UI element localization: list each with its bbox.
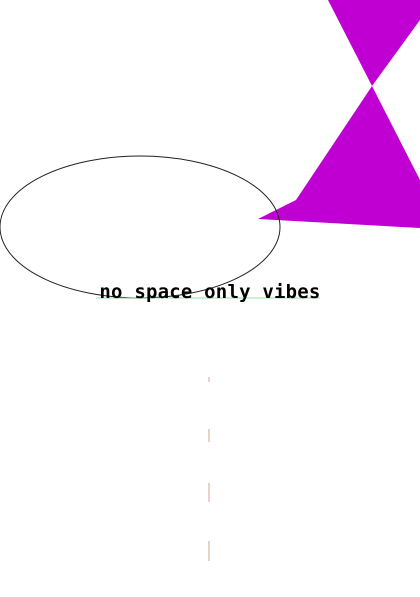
ellipse-outline bbox=[0, 155, 281, 299]
caption-text: no space only vibes bbox=[99, 281, 321, 303]
magenta-lower-triangle bbox=[258, 86, 420, 228]
magenta-upper-triangle bbox=[328, 0, 420, 86]
